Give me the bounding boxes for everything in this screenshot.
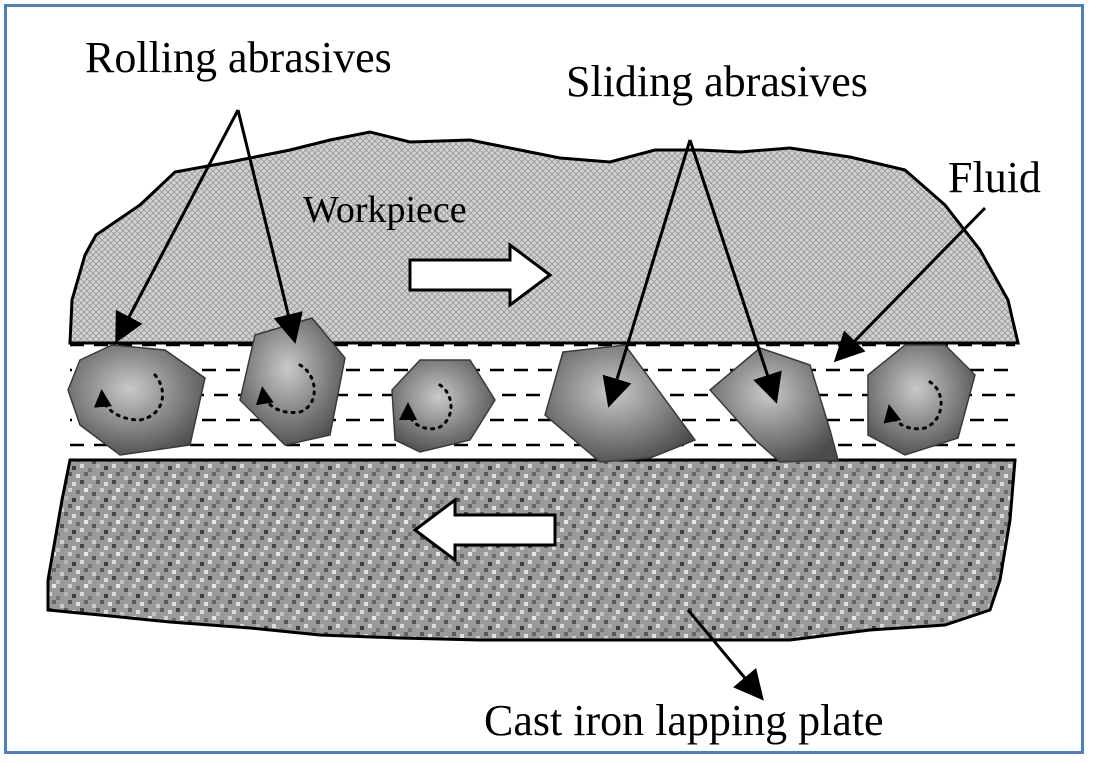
workpiece-label: Workpiece xyxy=(303,189,467,231)
rolling-abrasive-3 xyxy=(391,359,496,453)
fluid-label: Fluid xyxy=(948,153,1041,202)
rotation-arrow-4 xyxy=(883,380,943,431)
plate-motion-arrow xyxy=(412,497,557,563)
rolling-abrasive-2 xyxy=(239,317,346,446)
sliding-leader-1 xyxy=(602,139,692,408)
rolling-abrasive-1 xyxy=(67,344,206,456)
workpiece-motion-arrow xyxy=(408,242,553,308)
workpiece-body xyxy=(68,130,1020,345)
sliding-leader-2 xyxy=(688,139,782,404)
rolling-abrasive-4 xyxy=(867,344,976,456)
plate-leader xyxy=(686,609,764,701)
rolling-leader-2 xyxy=(236,109,303,344)
rolling-leader-1 xyxy=(115,109,240,344)
lapping-plate-body xyxy=(46,458,1017,642)
rotation-arrow-3 xyxy=(399,383,453,431)
rotation-arrow-2 xyxy=(255,363,316,415)
sliding-abrasive-2 xyxy=(708,347,839,463)
rolling-abrasives-label: Rolling abrasives xyxy=(85,33,392,82)
rotation-arrow-1 xyxy=(93,373,164,422)
fluid-leader xyxy=(833,206,987,363)
sliding-abrasives-label: Sliding abrasives xyxy=(566,57,868,106)
fluid-layer xyxy=(70,343,1015,457)
lapping-plate-label: Cast iron lapping plate xyxy=(484,696,884,745)
